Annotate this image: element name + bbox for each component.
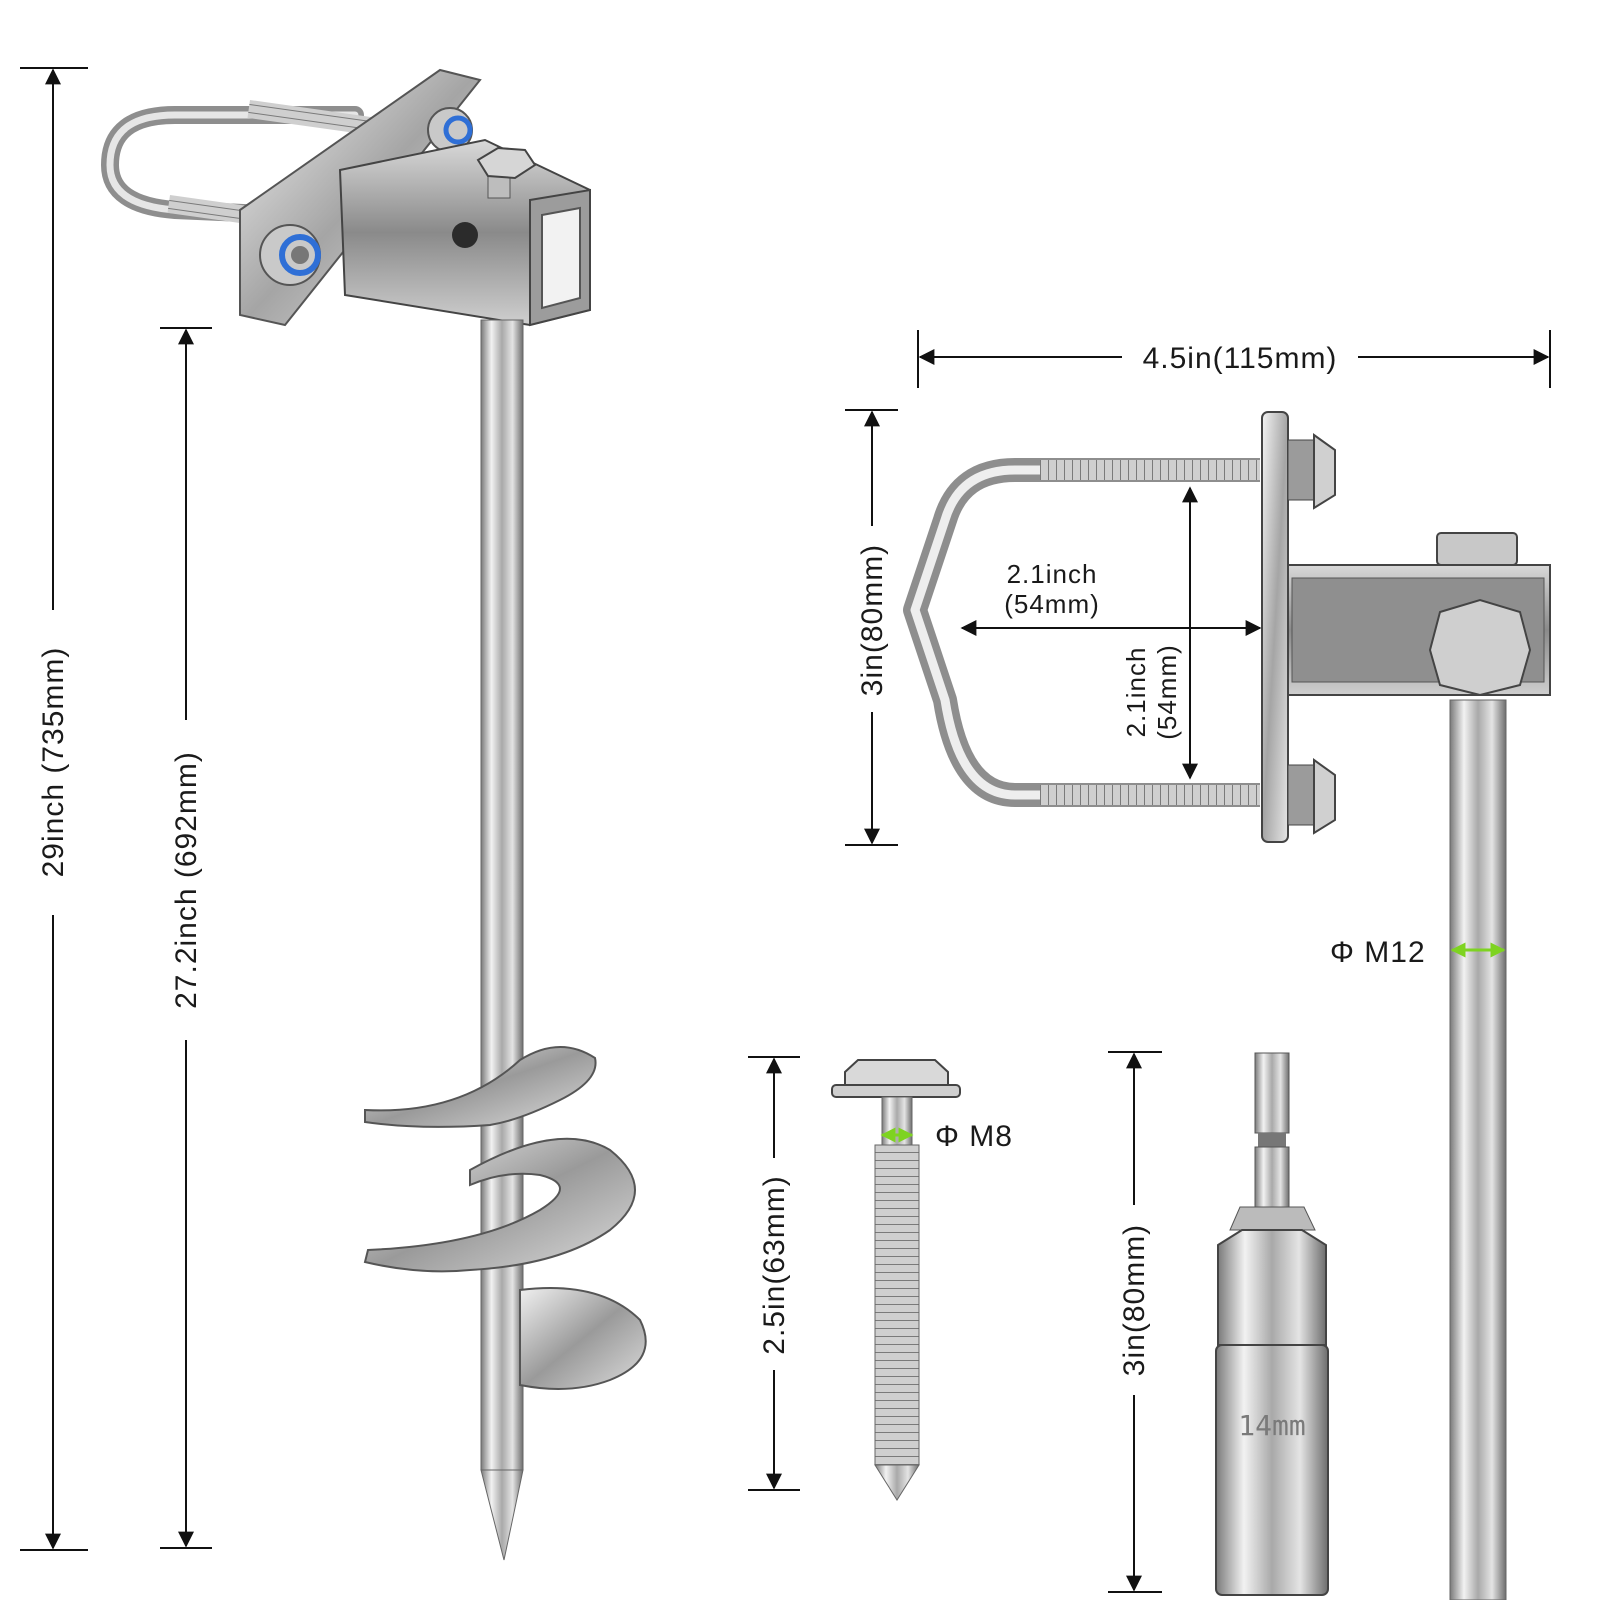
dimension-socket-length: 3in(80mm) xyxy=(1108,1051,1162,1593)
tube-hole xyxy=(452,222,478,248)
nut-top xyxy=(1287,433,1336,510)
dimension-bracket-height: 3in(80mm) xyxy=(845,409,898,846)
auger-helix xyxy=(363,1046,647,1390)
bracket-width-label: 4.5in(115mm) xyxy=(1143,342,1338,375)
screw-hex-head xyxy=(844,1059,949,1086)
u-bolt-detail xyxy=(903,458,1260,807)
dimension-shaft-diameter: Φ M12 xyxy=(1330,936,1506,969)
dimension-screw-length: 2.5in(63mm) xyxy=(748,1056,800,1491)
screw-diameter-label: Φ M8 xyxy=(935,1120,1013,1153)
hex-shank xyxy=(1254,1052,1290,1134)
bracket-plate xyxy=(1261,411,1289,843)
dimension-screw-diameter: Φ M8 xyxy=(880,1120,1013,1153)
ubolt-width-label-line2: (54mm) xyxy=(1004,589,1100,619)
tube-hex-bolt xyxy=(1428,598,1532,697)
stake-tip xyxy=(480,1469,524,1561)
shaft-length-label: 27.2inch (692mm) xyxy=(170,751,203,1009)
hex-bolt xyxy=(476,146,537,199)
shaft-detail xyxy=(1449,699,1507,1601)
dimension-ubolt-height: 2.1inch (54mm) xyxy=(1121,486,1198,780)
bracket-detail xyxy=(903,411,1551,1601)
stake-shaft xyxy=(480,319,524,1471)
ubolt-height-label-line2: (54mm) xyxy=(1152,644,1182,740)
socket-marking: 14mm xyxy=(1238,1409,1305,1442)
screw-thread xyxy=(874,1144,920,1466)
socket-cylinder xyxy=(1215,1344,1329,1596)
screw-washer xyxy=(831,1084,961,1098)
screw-length-label: 2.5in(63mm) xyxy=(758,1175,791,1354)
nut-bottom xyxy=(1287,758,1336,835)
lag-screw xyxy=(831,1059,961,1501)
socket-length-label: 3in(80mm) xyxy=(1118,1224,1151,1376)
stake-illustration xyxy=(100,68,647,1561)
lock-nut xyxy=(259,224,321,286)
total-height-label: 29inch (735mm) xyxy=(37,647,70,878)
dimension-shaft-length: 27.2inch (692mm) xyxy=(160,327,212,1549)
ubolt-height-label-line1: 2.1inch xyxy=(1121,647,1151,738)
socket-driver: 14mm xyxy=(1215,1052,1329,1596)
dimension-bracket-width: 4.5in(115mm) xyxy=(917,330,1551,388)
socket-hex-body xyxy=(1217,1229,1327,1346)
dimension-ubolt-width: 2.1inch (54mm) xyxy=(960,559,1262,636)
dimension-total-height: 29inch (735mm) xyxy=(20,67,88,1551)
ubolt-width-label-line1: 2.1inch xyxy=(1007,559,1098,589)
shaft-diameter-label: Φ M12 xyxy=(1330,936,1426,969)
bracket-height-label: 3in(80mm) xyxy=(856,544,889,696)
